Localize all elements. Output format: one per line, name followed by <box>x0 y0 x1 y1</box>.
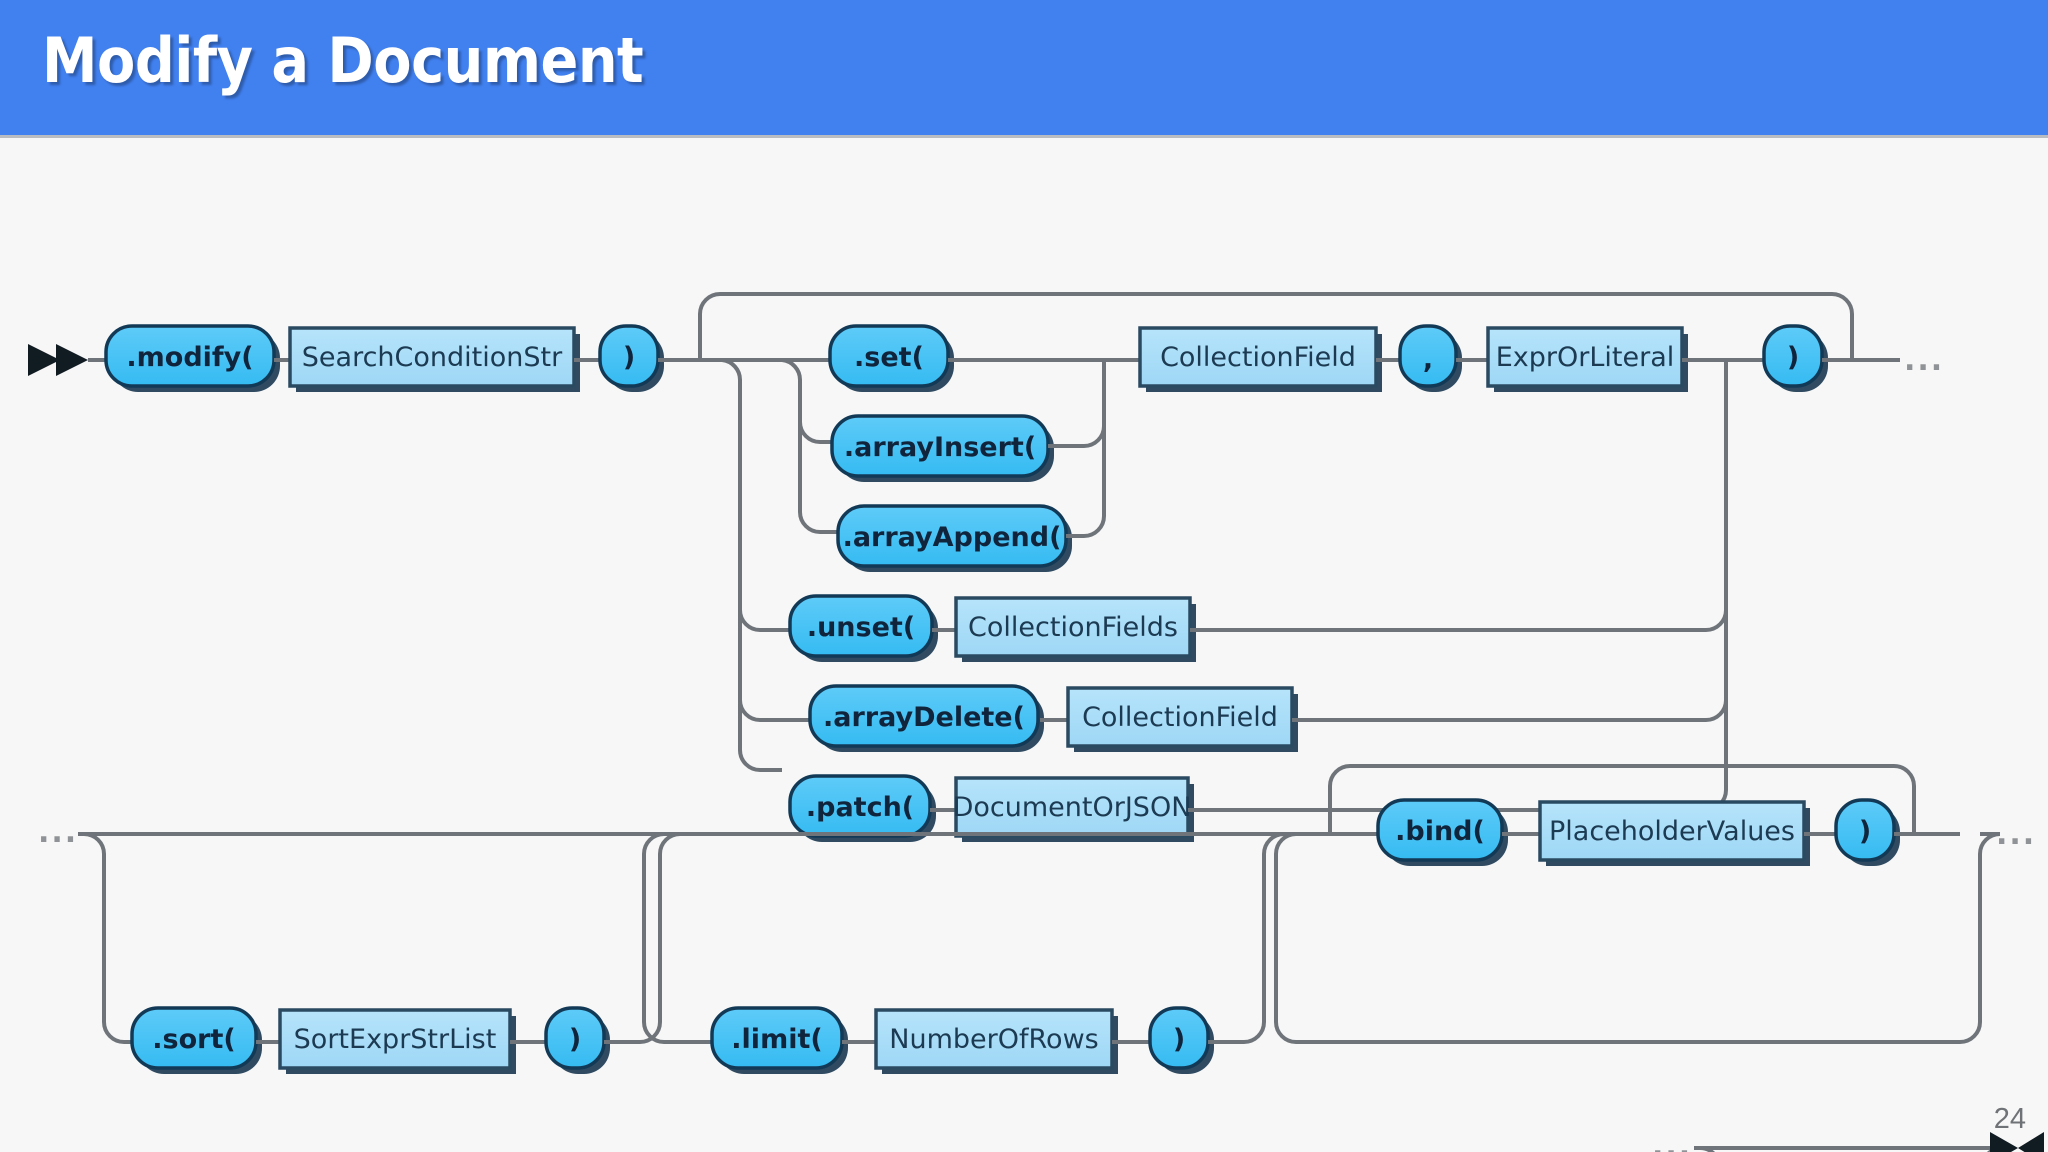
node-label: .modify( <box>126 342 253 373</box>
node-modify-close[interactable]: ) <box>598 324 664 392</box>
node-label: .arrayInsert( <box>844 432 1036 463</box>
start-marker-icon <box>28 344 88 376</box>
node-bind-close[interactable]: ) <box>1834 798 1900 866</box>
node-search-condition-str[interactable]: SearchConditionStr <box>288 326 580 392</box>
node-unset-open[interactable]: .unset( <box>788 594 938 662</box>
row3-start-ellipsis: ... <box>1652 1129 1692 1152</box>
node-label: .limit( <box>731 1024 822 1055</box>
node-label: .bind( <box>1395 816 1485 847</box>
node-label: .set( <box>854 342 924 373</box>
slide-page-number: 24 <box>1993 1103 2026 1135</box>
node-label: .arrayDelete( <box>823 702 1025 733</box>
node-comma[interactable]: , <box>1398 324 1462 392</box>
node-patch-open[interactable]: .patch( <box>788 774 936 842</box>
node-array-append-open[interactable]: .arrayAppend( <box>836 504 1072 572</box>
node-collection-field-2[interactable]: CollectionField <box>1066 686 1298 752</box>
slide-title-banner: Modify a Document <box>0 0 2048 138</box>
node-sort-open[interactable]: .sort( <box>130 1006 262 1074</box>
node-label: ) <box>623 342 635 373</box>
node-label: SortExprStrList <box>294 1024 497 1055</box>
node-label: PlaceholderValues <box>1549 816 1795 847</box>
node-label: CollectionFields <box>968 612 1178 643</box>
end-marker-icon <box>1990 1132 2044 1152</box>
node-sort-expr-str-list[interactable]: SortExprStrList <box>278 1008 516 1074</box>
node-label: .sort( <box>152 1024 235 1055</box>
node-label: NumberOfRows <box>889 1024 1098 1055</box>
node-number-of-rows[interactable]: NumberOfRows <box>874 1008 1118 1074</box>
page-title: Modify a Document <box>42 24 644 97</box>
node-label: .patch( <box>806 792 914 823</box>
node-label: .arrayAppend( <box>843 522 1062 553</box>
node-bind-open[interactable]: .bind( <box>1376 798 1508 866</box>
node-label: SearchConditionStr <box>302 342 563 373</box>
node-label: ) <box>1173 1024 1185 1055</box>
node-array-delete-open[interactable]: .arrayDelete( <box>808 684 1044 752</box>
node-collection-fields[interactable]: CollectionFields <box>954 596 1196 662</box>
node-array-insert-open[interactable]: .arrayInsert( <box>830 414 1054 482</box>
node-label: ) <box>1859 816 1871 847</box>
row1-continuation-ellipsis: ... <box>1904 343 1944 378</box>
node-label: CollectionField <box>1082 702 1278 733</box>
node-group-close[interactable]: ) <box>1762 324 1828 392</box>
node-label: ExprOrLiteral <box>1496 342 1675 373</box>
row2-start-ellipsis: ... <box>38 815 78 850</box>
railroad-diagram: .trk{fill:none;stroke:#6e7479;stroke-wid… <box>0 138 2048 1152</box>
node-label: .unset( <box>807 612 915 643</box>
node-label: CollectionField <box>1160 342 1356 373</box>
node-label: DocumentOrJSON <box>953 792 1192 823</box>
node-set-open[interactable]: .set( <box>828 324 954 392</box>
node-limit-open[interactable]: .limit( <box>710 1006 848 1074</box>
node-modify-open[interactable]: .modify( <box>104 324 280 392</box>
node-label: ) <box>569 1024 581 1055</box>
node-placeholder-values[interactable]: PlaceholderValues <box>1538 800 1810 866</box>
row2-continuation-ellipsis: ... <box>1996 817 2036 852</box>
node-expr-or-literal[interactable]: ExprOrLiteral <box>1486 326 1688 392</box>
node-collection-field-1[interactable]: CollectionField <box>1138 326 1382 392</box>
node-limit-close[interactable]: ) <box>1148 1006 1214 1074</box>
node-label: ) <box>1787 342 1799 373</box>
node-sort-close[interactable]: ) <box>544 1006 610 1074</box>
node-label: , <box>1423 344 1433 375</box>
